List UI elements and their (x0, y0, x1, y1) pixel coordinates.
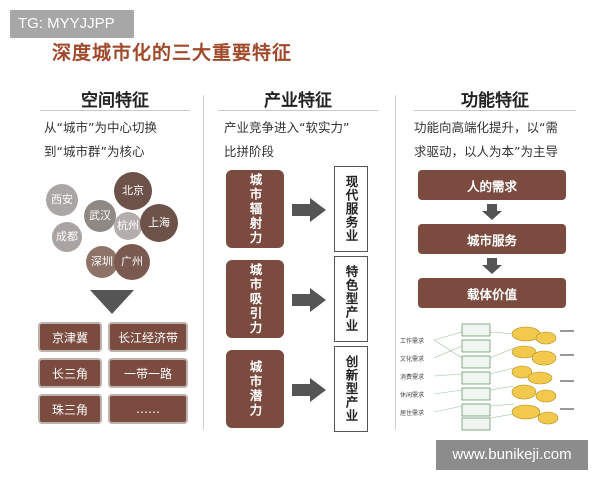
industry-result-box: 创新型产业 (334, 346, 368, 432)
column-divider-2 (395, 95, 396, 430)
down-arrow-icon (482, 204, 502, 220)
right-arrow-icon (292, 288, 326, 312)
column-title-spatial: 空间特征 (81, 91, 149, 111)
region-cell: …… (108, 394, 188, 424)
need-label: 工作需求 (400, 338, 425, 345)
region-cell: 珠三角 (38, 394, 102, 424)
city-bubble: 杭州 (114, 212, 142, 240)
industry-desc-line-1: 产业竞争进入“软实力” (224, 120, 350, 135)
needs-network-graphic (434, 323, 574, 431)
industry-driver-box: 城市辐射力 (226, 170, 284, 248)
need-label: 消费需求 (400, 374, 425, 381)
watermark: www.bunikeji.com (436, 440, 588, 470)
industry-result-box: 特色型产业 (334, 256, 368, 342)
industry-driver-box: 城市吸引力 (226, 260, 284, 338)
title-underline (218, 110, 378, 111)
region-cell: 一带一路 (108, 358, 188, 388)
city-bubble: 成都 (52, 222, 82, 252)
region-cell: 京津冀 (38, 322, 102, 352)
function-step-box: 人的需求 (418, 170, 566, 200)
need-label: 休闲需求 (400, 392, 425, 399)
city-bubble: 上海 (140, 204, 178, 242)
right-arrow-icon (292, 198, 326, 222)
column-divider-1 (203, 95, 204, 430)
industry-driver-box: 城市潜力 (226, 350, 284, 428)
city-bubble: 广州 (114, 244, 150, 280)
industry-desc-line-2: 比拼阶段 (224, 144, 275, 159)
region-cell: 长江经济带 (108, 322, 188, 352)
title-underline (414, 110, 576, 111)
city-bubble: 西安 (46, 184, 78, 216)
spatial-desc-line-1: 从“城市”为中心切换 (44, 120, 157, 135)
city-bubble: 北京 (114, 172, 152, 210)
city-bubble: 深圳 (86, 246, 118, 278)
needs-mini-diagram: 工作需求 文化需求 消费需求 休闲需求 居住需求 (400, 318, 576, 434)
tag-label: TG: MYYJJPP (10, 10, 134, 38)
spatial-desc-line-2: 到“城市群”为核心 (44, 144, 145, 159)
function-desc-line-2: 求驱动，以人为本”为主导 (414, 144, 558, 159)
column-title-industry: 产业特征 (264, 91, 332, 111)
down-arrow-icon (90, 290, 134, 314)
industry-result-box: 现代服务业 (334, 166, 368, 252)
down-arrow-icon (482, 258, 502, 274)
need-label: 文化需求 (400, 356, 425, 363)
region-cell: 长三角 (38, 358, 102, 388)
right-arrow-icon (292, 378, 326, 402)
function-step-box: 城市服务 (418, 224, 566, 254)
title-underline (40, 110, 190, 111)
column-title-function: 功能特征 (461, 91, 529, 111)
need-label: 居住需求 (400, 410, 425, 417)
page-title: 深度城市化的三大重要特征 (52, 42, 293, 64)
city-bubble: 武汉 (84, 200, 116, 232)
function-desc-line-1: 功能向高端化提升，以“需 (414, 120, 558, 135)
function-step-box: 载体价值 (418, 278, 566, 308)
